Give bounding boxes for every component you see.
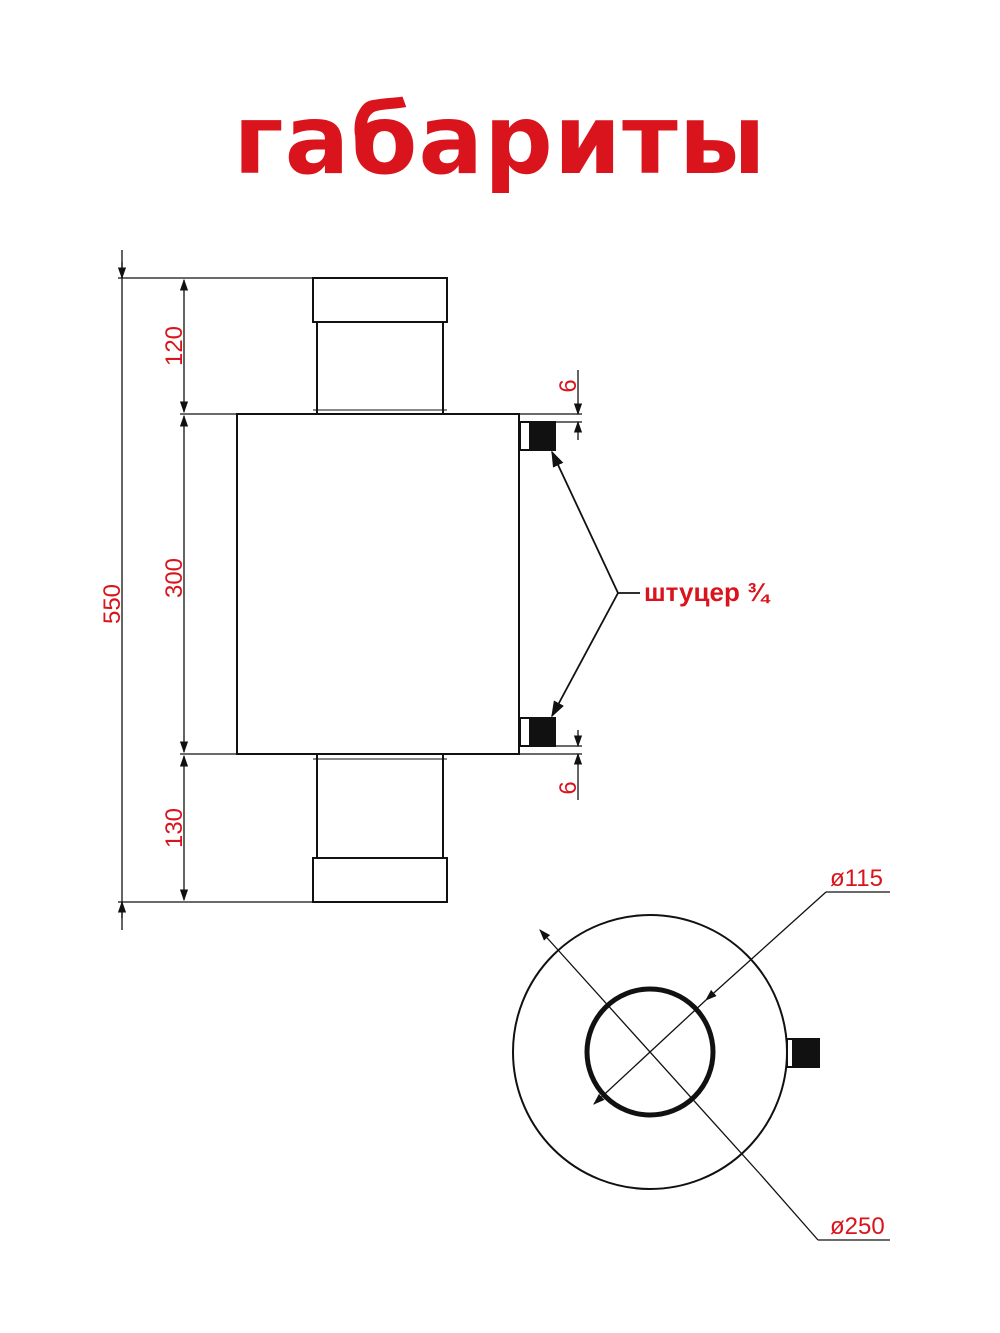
bottom-pipe (312, 754, 448, 903)
dim-inner-diameter: ø115 (830, 865, 883, 892)
plan-view (512, 891, 890, 1241)
dim-total-height: 550 (99, 584, 126, 624)
dimension-lines (117, 250, 583, 930)
top-pipe (312, 277, 448, 413)
page-title: габариты (233, 84, 767, 196)
dim-body: 300 (161, 558, 188, 598)
dim-bottom-pipe: 130 (161, 808, 188, 848)
dim-fitting-bottom-offset: 6 (555, 781, 582, 794)
tank-body (236, 413, 520, 755)
fitting-top (519, 421, 556, 451)
fitting-leaders (551, 450, 640, 718)
fitting-label: штуцер ¾ (644, 577, 771, 607)
dim-outer-diameter: ø250 (830, 1213, 885, 1240)
extension-lines (118, 277, 582, 903)
dim-top-pipe: 120 (161, 326, 188, 366)
fitting-bottom (519, 717, 556, 747)
dim-fitting-top-offset: 6 (555, 379, 582, 392)
